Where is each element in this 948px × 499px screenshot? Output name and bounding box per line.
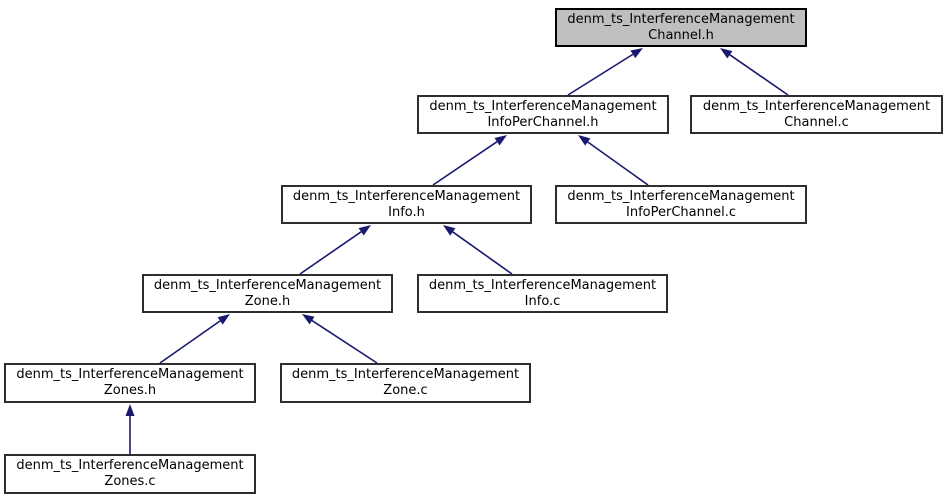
include-edge-info-h-to-infoperchannel-h [432, 141, 498, 186]
arrowhead-icon [358, 225, 371, 236]
node-label-line1: denm_ts_InterferenceManagement [291, 367, 520, 382]
arrowhead-icon [630, 48, 643, 59]
node-label-line2: Channel.c [784, 114, 849, 130]
arrowhead-icon [443, 225, 456, 236]
node-label-line2: Channel.h [648, 27, 714, 43]
node-label-line2: InfoPerChannel.c [626, 204, 736, 220]
node-label-line2: Info.c [524, 293, 561, 309]
node-label-line1: denm_ts_InterferenceManagement [702, 98, 931, 114]
node-label-line2: Zones.h [103, 383, 157, 398]
arrowhead-icon [217, 314, 230, 325]
node-label-line1: denm_ts_InterferenceManagement [429, 98, 657, 114]
include-edge-channel-c-to-channel-h [729, 54, 789, 96]
node-label-line1: denm_ts_InterferenceManagement [292, 188, 521, 204]
node-label-line1: denm_ts_InterferenceManagement [16, 458, 244, 473]
node-label-line1: denm_ts_InterferenceManagement [153, 277, 382, 293]
arrowhead-icon [578, 135, 591, 146]
include-edge-zones-h-to-zone-h [159, 320, 221, 364]
node-label-line2: Zone.h [244, 293, 291, 309]
arrowhead-icon [302, 314, 315, 325]
node-label-line2: Info.h [388, 204, 425, 220]
include-edge-infoperchannel-h-to-channel-h [567, 53, 634, 96]
node-label-line1: denm_ts_InterferenceManagement [428, 277, 657, 293]
arrowhead-icon [125, 404, 135, 416]
arrowhead-icon [494, 135, 507, 146]
include-edge-zone-h-to-info-h [299, 231, 362, 275]
include-edge-infoperchannel-c-to-infoperchannel-h [587, 141, 649, 186]
node-label-line2: InfoPerChannel.h [487, 114, 599, 130]
node-label-line1: denm_ts_InterferenceManagement [16, 367, 244, 382]
node-label-line2: Zone.c [383, 383, 428, 398]
arrowhead-icon [720, 48, 733, 59]
node-label-line2: Zones.c [104, 474, 156, 489]
include-edge-info-c-to-info-h [452, 231, 513, 275]
node-label-line1: denm_ts_InterferenceManagement [567, 188, 795, 204]
include-edge-zone-c-to-zone-h [311, 319, 378, 364]
node-label-line1: denm_ts_InterferenceManagement [567, 11, 795, 27]
